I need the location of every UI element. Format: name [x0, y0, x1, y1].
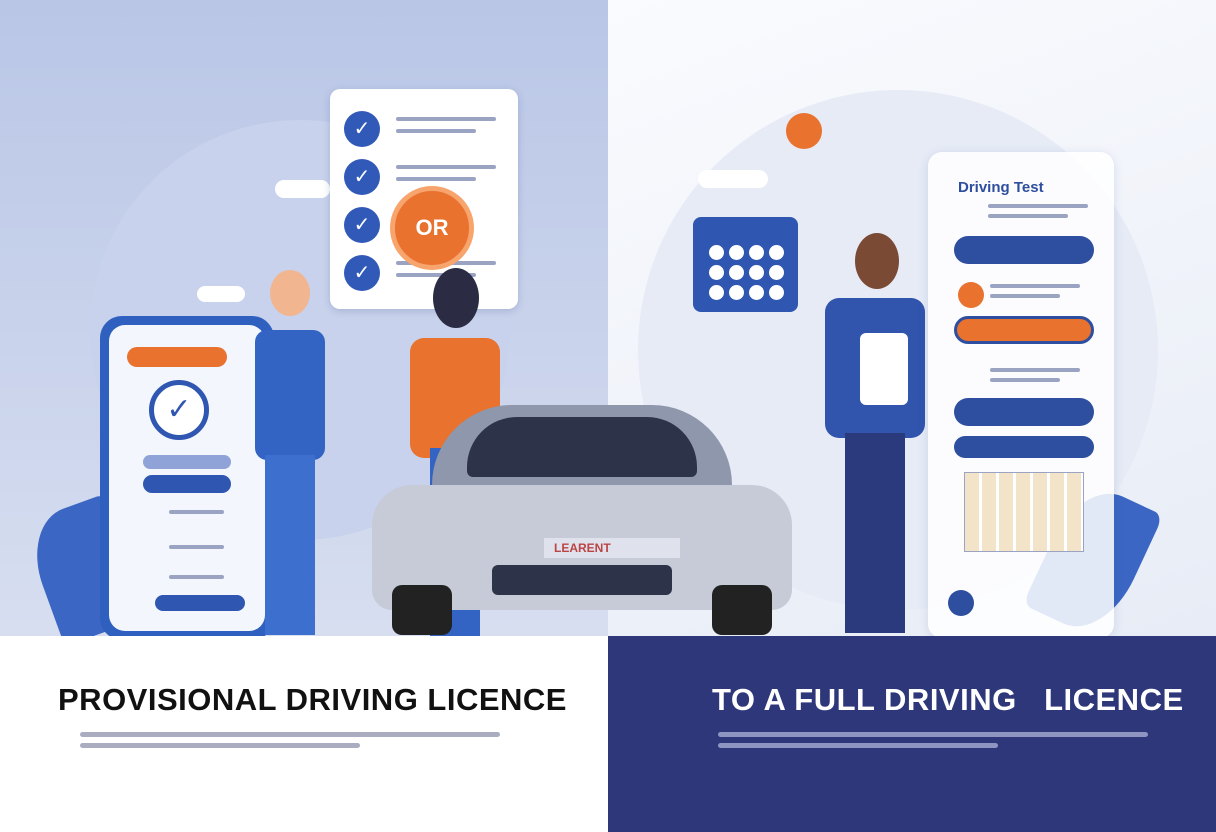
orange-circle-icon	[958, 282, 984, 308]
left-caption-area: PROVISIONAL DRIVING LICENCE	[0, 636, 608, 832]
panel-highlight-button[interactable]	[954, 316, 1094, 344]
cloud-icon	[698, 170, 768, 188]
phone-field[interactable]	[143, 455, 231, 469]
right-caption-area: TO A FULL DRIVING LICENCE	[608, 636, 1216, 832]
check-icon: ✓	[344, 207, 380, 243]
phone-header-button[interactable]	[127, 347, 227, 367]
car-illustration: LEARENT	[372, 405, 792, 635]
panel-title: Driving Test	[958, 179, 1044, 196]
cloud-icon	[275, 180, 330, 198]
calendar-icon	[693, 217, 798, 312]
panel-button[interactable]	[954, 436, 1094, 458]
person-man-with-licence	[820, 233, 930, 643]
calendar-grid	[964, 472, 1084, 552]
headline-full-licence: TO A FULL DRIVING LICENCE	[712, 682, 1184, 717]
check-icon: ✓	[149, 380, 209, 440]
panel-button[interactable]	[954, 236, 1094, 264]
check-icon: ✓	[344, 159, 380, 195]
person-young-man	[255, 270, 325, 640]
phone-button[interactable]	[143, 475, 231, 493]
or-badge: OR	[390, 186, 474, 270]
check-icon: ✓	[344, 255, 380, 291]
balloon-icon	[786, 113, 822, 149]
check-icon: ✓	[344, 111, 380, 147]
panel-button[interactable]	[954, 398, 1094, 426]
driving-test-panel: Driving Test	[928, 152, 1114, 638]
cloud-icon	[197, 286, 245, 302]
phone-mockup: ✓	[100, 316, 274, 640]
panel-icon	[948, 590, 974, 616]
phone-submit-button[interactable]	[155, 595, 245, 611]
headline-provisional: PROVISIONAL DRIVING LICENCE	[58, 682, 567, 717]
license-plate: LEARENT	[544, 538, 680, 558]
